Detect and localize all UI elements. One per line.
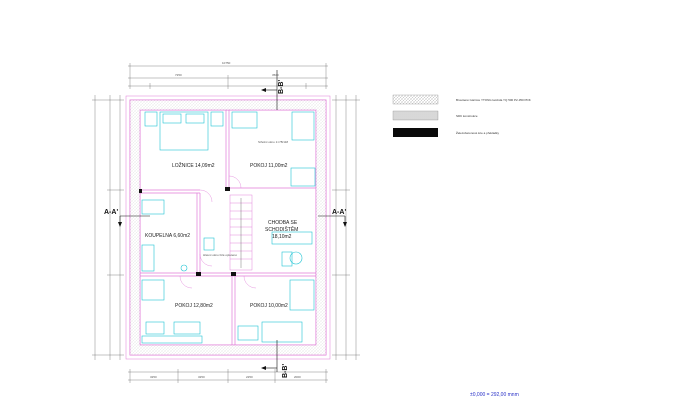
elevation-note: ±0,000 = 292,00 mnm <box>470 392 519 398</box>
wall-hatch-left <box>130 110 140 345</box>
dim-bottom-segment-2: 3250 <box>198 375 205 379</box>
dim-top-segment-1: 7250 <box>175 73 182 77</box>
room-label-pokoj-ne: POKOJ 11,00m2 <box>250 163 288 169</box>
dim-bottom-segment-1: 3250 <box>150 375 157 379</box>
room-label-chodba-3: 18,10m2 <box>272 234 292 240</box>
section-label-b-top: B-B' <box>278 80 285 94</box>
room-label-chodba-2: SCHODIŠTĚM <box>265 225 298 233</box>
wall-hatch-top <box>130 100 326 110</box>
door-swings <box>179 175 257 289</box>
legend-label-2: SDK konstrukce <box>456 114 478 118</box>
wall-hatch-right <box>316 110 326 345</box>
room-label-koupelna: KOUPELNA 6,60m2 <box>145 233 190 239</box>
section-arrow-a-right <box>343 222 347 227</box>
note-top-right-room: Střešní okno 1×78/118 <box>258 140 288 144</box>
dim-bottom-segment-4: 2000 <box>294 375 301 379</box>
room-label-loznice: LOŽNICE 14,09m2 <box>172 161 215 169</box>
legend-swatch-hatch-dots <box>392 110 439 121</box>
dimension-lines <box>92 63 360 383</box>
note-bathroom-window: Hlavní okno bílé opletené <box>203 253 237 257</box>
section-label-b-bottom: B-B' <box>282 364 289 378</box>
section-arrow-a-left <box>118 222 122 227</box>
legend: Broušené tvárnice YTONG lambda YQ 500 P2… <box>392 94 531 137</box>
room-label-chodba-1: CHODBA SE <box>268 220 298 226</box>
room-label-pokoj-sw: POKOJ 12,80m2 <box>175 303 213 309</box>
section-label-a-right: A-A' <box>332 209 346 216</box>
dim-top-segment-2: 3500 <box>272 73 279 77</box>
section-line-a <box>119 215 346 226</box>
staircase <box>229 194 253 271</box>
furniture <box>141 111 316 344</box>
section-arrow-b-top <box>261 88 266 92</box>
legend-swatch-hatch-light <box>392 94 439 105</box>
legend-label-1: Broušené tvárnice YTONG lambda YQ 500 P2… <box>456 98 531 102</box>
reinforced-columns <box>139 187 236 276</box>
wall-hatch-bottom <box>130 345 326 355</box>
dim-bottom-segment-3: 2250 <box>246 375 253 379</box>
interior-walls <box>140 110 316 345</box>
legend-swatch-solid-black <box>393 128 438 137</box>
outer-walls <box>125 95 331 360</box>
legend-label-3: Železobetonové kce a překladky <box>456 130 500 135</box>
section-label-a-left: A-A' <box>104 209 118 216</box>
dim-overall-top: 10750 <box>222 61 231 65</box>
room-label-pokoj-se: POKOJ 10,00m2 <box>250 303 288 309</box>
section-arrow-b-bottom <box>261 366 266 370</box>
